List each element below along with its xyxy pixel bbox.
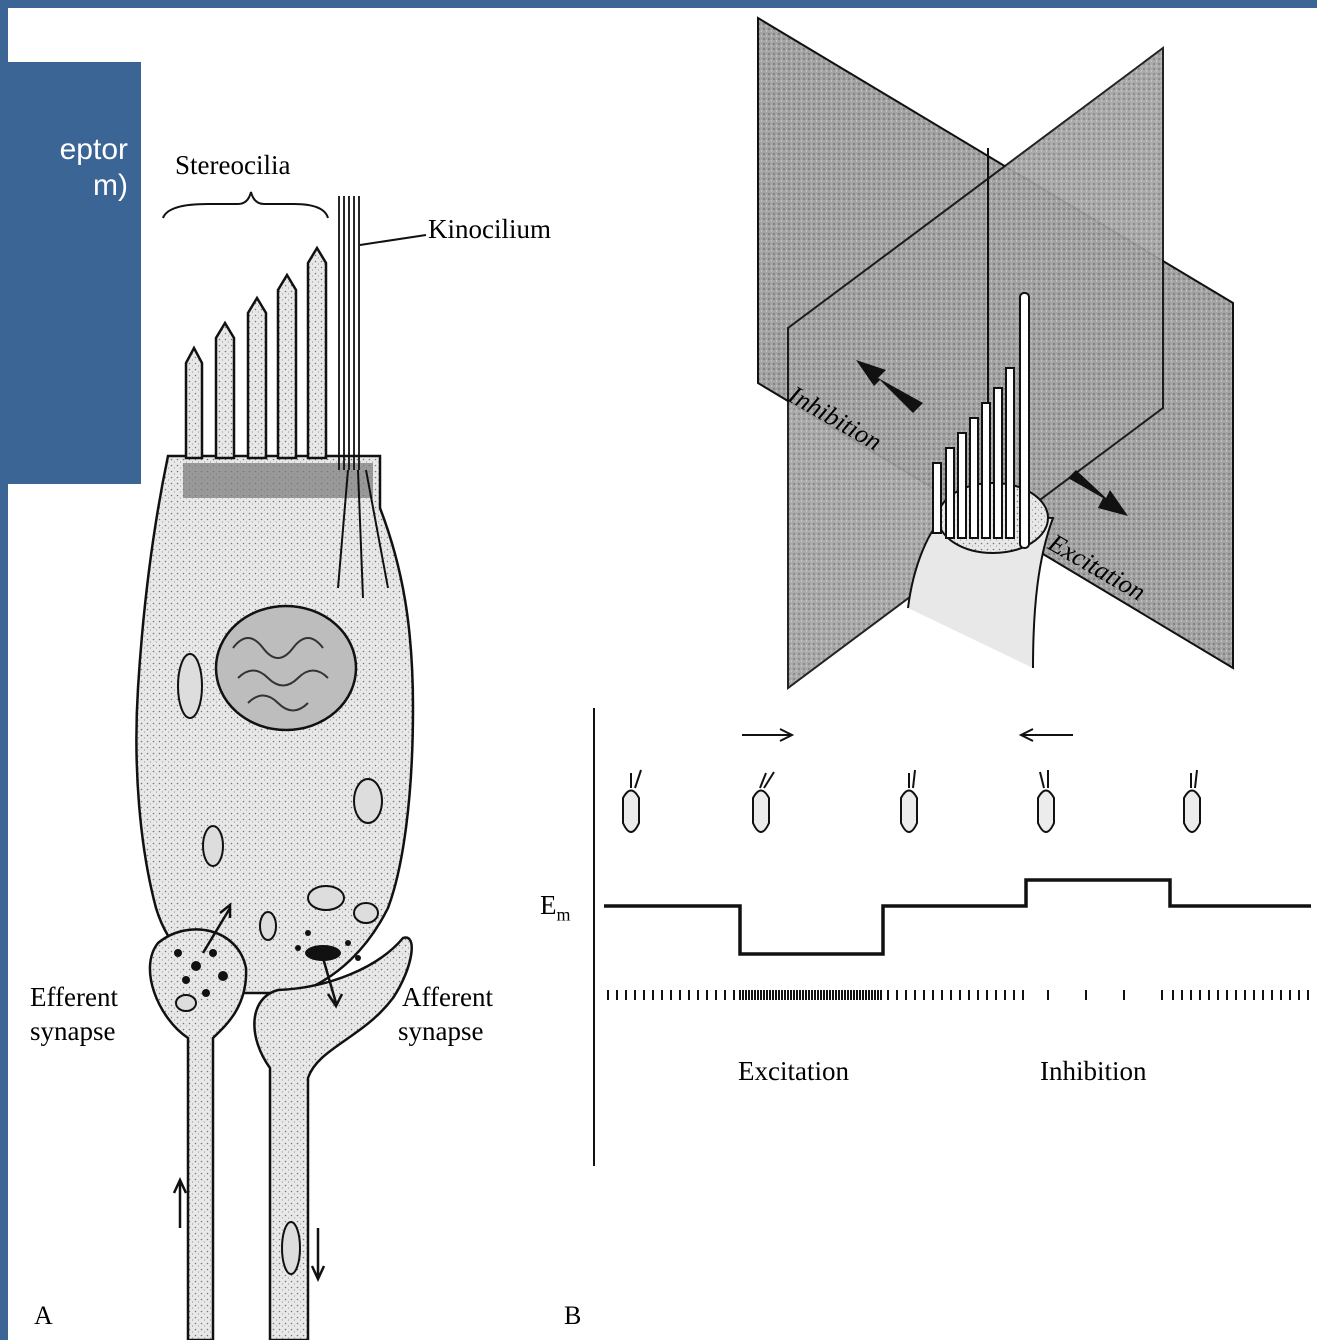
stereocilia-label: Stereocilia	[175, 150, 290, 181]
slide-title: eptor m)	[8, 132, 128, 204]
polarization-planes	[758, 18, 1233, 688]
kinocilium-label: Kinocilium	[428, 214, 551, 245]
em-trace-panel	[594, 708, 1311, 1166]
efferent-label-2: synapse	[30, 1016, 115, 1047]
slide-title-line-1: eptor	[8, 132, 128, 168]
figure-drawing	[8, 8, 1317, 1340]
excitation-label: Excitation	[738, 1056, 849, 1087]
em-label: Em	[540, 890, 571, 925]
hair-cell-figure: eptor m) Stereocilia Kinocilium Efferent…	[8, 8, 1317, 1340]
slide-title-box: eptor m)	[8, 62, 141, 484]
panel-a-label: A	[34, 1301, 53, 1331]
efferent-label-1: Efferent	[30, 982, 118, 1013]
stereocilia-bundle	[163, 192, 426, 470]
afferent-label-1: Afferent	[402, 982, 493, 1013]
efferent-terminal	[150, 905, 246, 1340]
slide-title-line-2: m)	[8, 168, 128, 204]
afferent-label-2: synapse	[398, 1016, 483, 1047]
inhibition-label: Inhibition	[1040, 1056, 1147, 1087]
afferent-terminal	[254, 930, 411, 1340]
panel-b-label: B	[564, 1301, 581, 1331]
em-letter: E	[540, 890, 557, 920]
hair-cell-body	[136, 456, 413, 993]
em-subscript: m	[557, 904, 571, 924]
